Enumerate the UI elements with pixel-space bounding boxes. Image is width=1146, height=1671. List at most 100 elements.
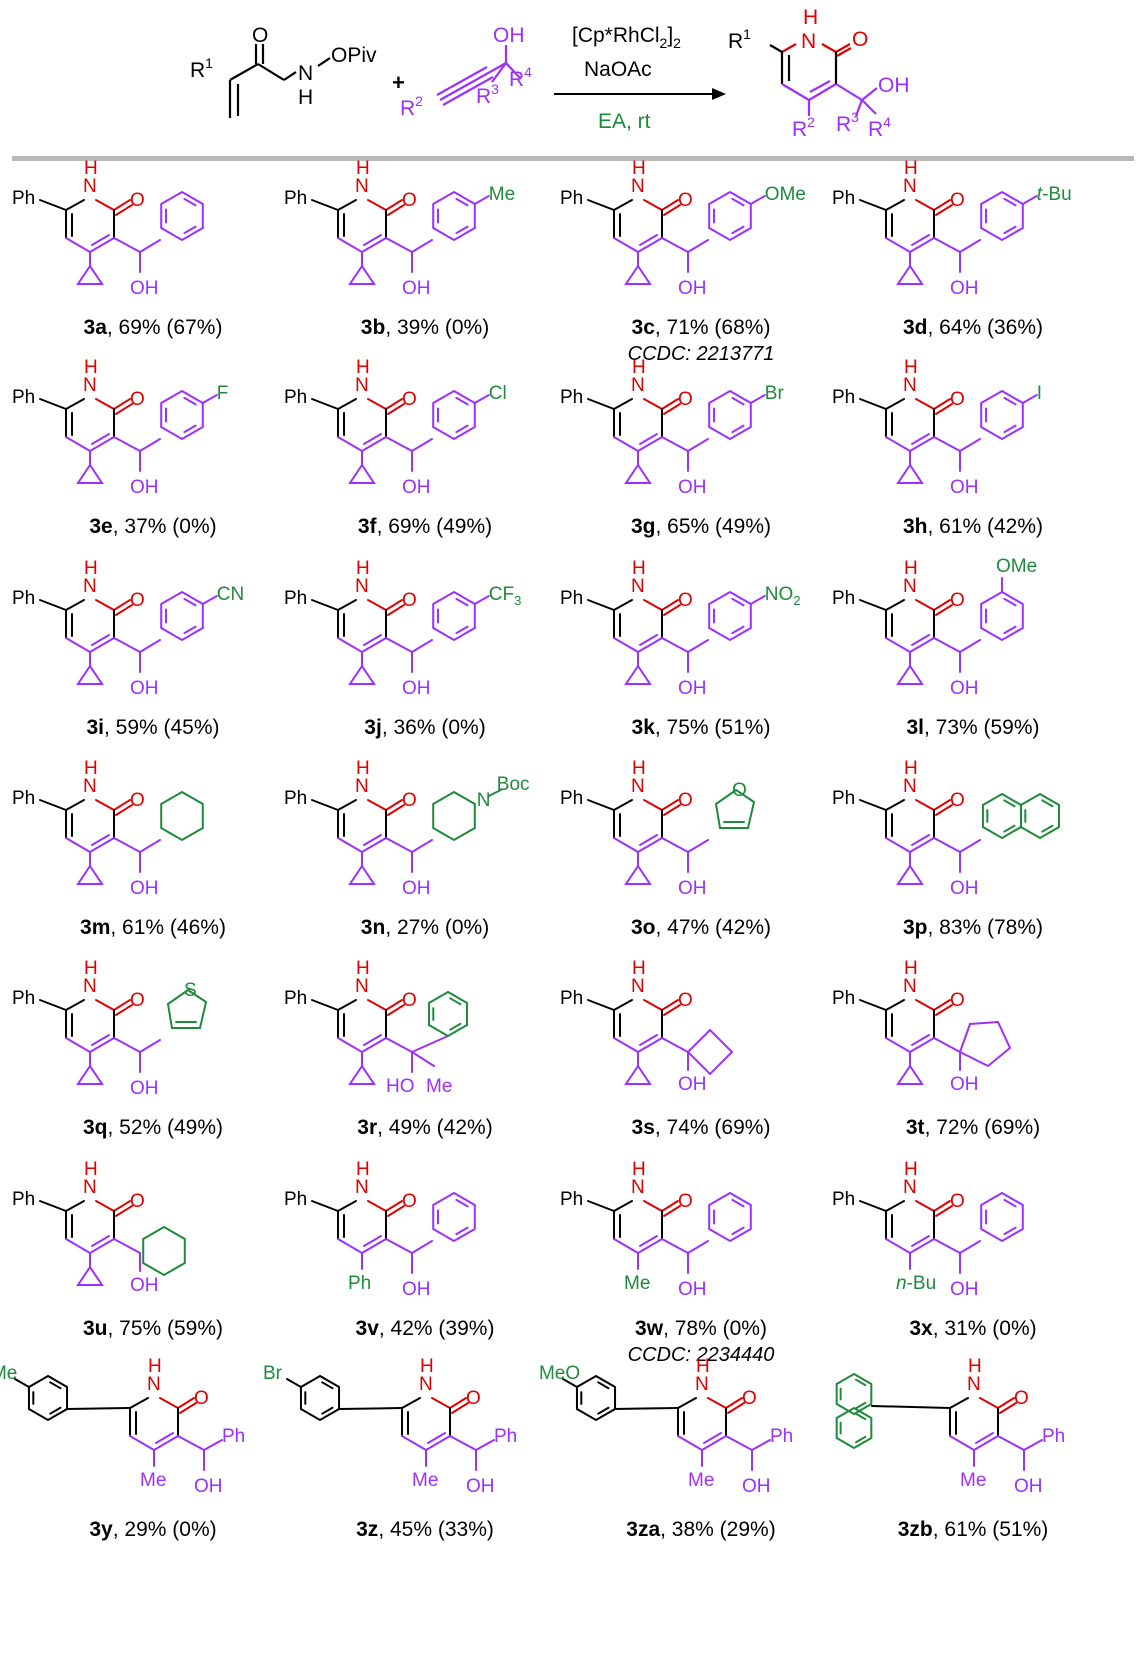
svg-text:Me: Me bbox=[960, 1470, 986, 1491]
svg-text:Cl: Cl bbox=[489, 383, 507, 404]
caption-3o: 3o, 47% (42%) bbox=[558, 916, 844, 940]
svg-text:HO: HO bbox=[386, 1076, 415, 1097]
svg-text:N: N bbox=[903, 375, 917, 396]
svg-text:OH: OH bbox=[742, 1476, 771, 1497]
svg-text:O: O bbox=[402, 590, 417, 611]
compound-id: 3o bbox=[630, 916, 656, 939]
svg-text:Ph: Ph bbox=[494, 1426, 517, 1447]
svg-text:Ph: Ph bbox=[560, 988, 583, 1009]
compound-yield: , 31% (0%) bbox=[932, 1317, 1037, 1340]
caption-3d: 3d, 64% (36%) bbox=[830, 316, 1116, 340]
compound-id: 3z bbox=[356, 1518, 379, 1541]
svg-text:H: H bbox=[904, 958, 918, 979]
caption-3f: 3f, 69% (49%) bbox=[282, 515, 568, 539]
svg-text:Ph: Ph bbox=[284, 988, 307, 1009]
svg-text:Ph: Ph bbox=[12, 988, 35, 1009]
svg-text:Br: Br bbox=[263, 1363, 283, 1384]
sm2-r4-label: R4 bbox=[509, 64, 532, 91]
caption-3a: 3a, 69% (67%) bbox=[10, 316, 296, 340]
svg-text:O: O bbox=[678, 790, 693, 811]
compound-yield: , 61% (42%) bbox=[927, 515, 1044, 538]
svg-text:H: H bbox=[420, 1356, 434, 1377]
svg-text:OH: OH bbox=[950, 278, 979, 299]
svg-text:Ph: Ph bbox=[284, 188, 307, 209]
compound-id: 3x bbox=[909, 1317, 933, 1340]
svg-text:H: H bbox=[904, 357, 918, 378]
compound-id: 3q bbox=[82, 1116, 108, 1139]
svg-text:H: H bbox=[696, 1356, 710, 1377]
svg-text:Ph: Ph bbox=[12, 588, 35, 609]
sm1-carbonyl-o: O bbox=[252, 24, 268, 47]
compound-id: 3b bbox=[360, 316, 386, 339]
svg-text:Ph: Ph bbox=[12, 387, 35, 408]
compound-id: 3n bbox=[360, 916, 386, 939]
svg-text:H: H bbox=[356, 158, 370, 179]
sm1-opiv: OPiv bbox=[331, 44, 377, 67]
svg-text:H: H bbox=[84, 958, 98, 979]
compound-3y: NHOMeMeOHPh3y, 29% (0%) bbox=[0, 1356, 296, 1566]
compound-yield: , 69% (67%) bbox=[106, 316, 223, 339]
svg-text:OH: OH bbox=[678, 278, 707, 299]
caption-3j: 3j, 36% (0%) bbox=[282, 716, 568, 740]
svg-text:N: N bbox=[903, 976, 917, 997]
svg-text:O: O bbox=[950, 389, 965, 410]
svg-text:Me: Me bbox=[489, 184, 515, 205]
svg-text:Ph: Ph bbox=[832, 988, 855, 1009]
caption-3n: 3n, 27% (0%) bbox=[282, 916, 568, 940]
reaction-scheme: R1 O N H OPiv + OH R2 R3 R4 [Cp*RhCl2]2 … bbox=[190, 6, 910, 141]
compound-yield: , 64% (36%) bbox=[927, 316, 1044, 339]
compound-id: 3w bbox=[635, 1317, 664, 1340]
compound-id: 3j bbox=[364, 716, 382, 739]
svg-text:O: O bbox=[950, 990, 965, 1011]
svg-text:N: N bbox=[147, 1374, 161, 1395]
svg-text:OMe: OMe bbox=[765, 184, 806, 205]
compound-id: 3d bbox=[902, 316, 928, 339]
ccdc-label: CCDC: 2234440 bbox=[627, 1344, 775, 1366]
svg-text:Ph: Ph bbox=[12, 188, 35, 209]
svg-text:O: O bbox=[130, 790, 145, 811]
svg-text:Boc: Boc bbox=[497, 774, 530, 795]
svg-text:H: H bbox=[904, 158, 918, 179]
svg-text:N: N bbox=[631, 776, 645, 797]
compound-id: 3c bbox=[631, 316, 655, 339]
svg-text:Ph: Ph bbox=[284, 387, 307, 408]
svg-text:Me: Me bbox=[426, 1076, 452, 1097]
compound-id: 3t bbox=[905, 1116, 925, 1139]
svg-text:Ph: Ph bbox=[284, 1189, 307, 1210]
svg-text:H: H bbox=[968, 1356, 982, 1377]
svg-text:OH: OH bbox=[402, 678, 431, 699]
svg-text:O: O bbox=[130, 389, 145, 410]
svg-text:OH: OH bbox=[950, 1074, 979, 1095]
svg-text:Ph: Ph bbox=[560, 588, 583, 609]
svg-text:O: O bbox=[402, 790, 417, 811]
compound-yield: , 36% (0%) bbox=[381, 716, 486, 739]
starting-material-propargyl-alcohol bbox=[436, 45, 521, 106]
arrow-head bbox=[712, 88, 726, 100]
compound-id: 3i bbox=[86, 716, 104, 739]
svg-text:N: N bbox=[83, 1177, 97, 1198]
starting-material-acrylamide bbox=[228, 44, 331, 118]
prod-nh-h: H bbox=[803, 6, 818, 29]
compound-id: 3zb bbox=[897, 1518, 933, 1541]
compound-id: 3m bbox=[80, 916, 111, 939]
svg-text:H: H bbox=[148, 1356, 162, 1377]
svg-text:Me: Me bbox=[688, 1470, 714, 1491]
svg-text:H: H bbox=[632, 558, 646, 579]
svg-text:O: O bbox=[678, 1191, 693, 1212]
